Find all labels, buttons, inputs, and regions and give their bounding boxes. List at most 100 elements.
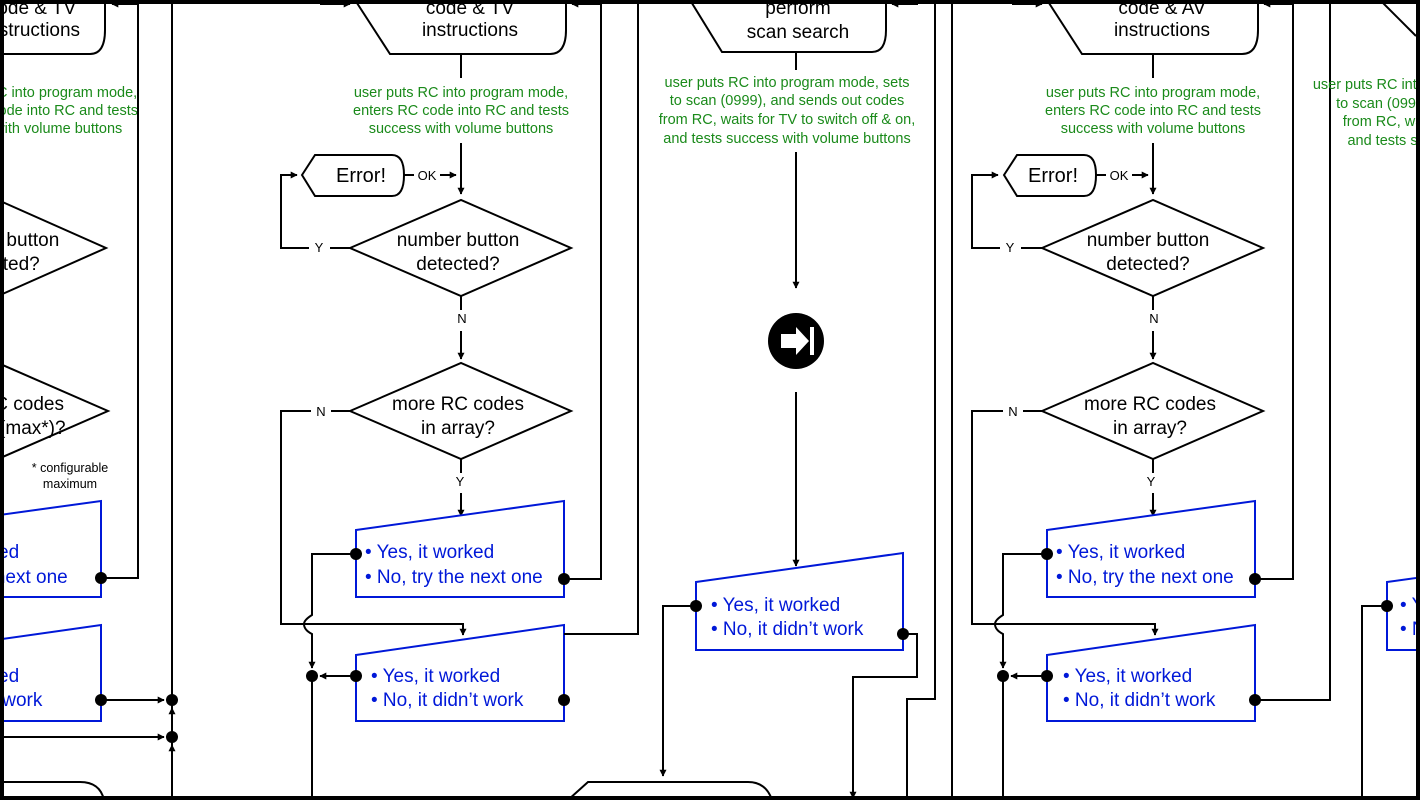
partial-left-decision1-line2: detected? — [0, 254, 40, 275]
partial-left-decision1 — [4, 201, 109, 295]
av-io1-no-loop — [1255, 0, 1294, 580]
av-decision2 — [1039, 361, 1266, 461]
av-io1-item1: • Yes, it worked — [1056, 542, 1185, 563]
av-decision1-no: N — [1149, 311, 1158, 326]
av-decision2-line2: in array? — [1113, 418, 1187, 439]
tv-note-line1: user puts RC into program mode, — [354, 85, 568, 101]
partial-right-io-item1: • Yes, it worked — [1400, 595, 1420, 616]
partial-left-note-line1: user puts RC into program mode, — [0, 85, 137, 101]
partial-right-note-line2: to scan (0999), and sends — [1336, 96, 1420, 112]
partial-right-io-yes-down — [1361, 605, 1387, 800]
scan-outer-line — [906, 0, 936, 800]
partial-left-io1-item1: • Yes, it worked — [0, 542, 19, 563]
tv-decision2 — [347, 361, 574, 461]
partial-left-column: code & TV instructions user puts RC into… — [0, 0, 138, 800]
tv-decision1 — [347, 198, 574, 298]
right-terminal-edge — [1379, 0, 1417, 37]
av-decision1-line2: detected? — [1106, 254, 1189, 275]
av-d2-n-to-io2 — [971, 410, 1159, 636]
av-note-line1: user puts RC into program mode, — [1046, 85, 1260, 101]
av-io1 — [1046, 499, 1256, 598]
tv-note-line3: success with volume buttons — [369, 121, 554, 137]
partial-left-footnote-line2: maximum — [43, 477, 97, 491]
partial-left-io1 — [4, 499, 102, 598]
tv-terminal — [354, 0, 567, 55]
av-decision1-yes: Y — [1006, 240, 1015, 255]
partial-left-note-line3: success with volume buttons — [0, 121, 122, 137]
partial-right-io — [1386, 577, 1416, 651]
tv-io2-item1: • Yes, it worked — [371, 666, 500, 687]
tv-io1-item2: • No, try the next one — [365, 567, 543, 588]
tv-ok-label: OK — [418, 168, 437, 183]
tv-io1-yes-down — [302, 553, 356, 669]
tv-error-label: Error! — [336, 165, 386, 187]
av-io2-item2: • No, it didn’t work — [1063, 690, 1216, 711]
av-terminal-line1: code & AV — [1118, 0, 1206, 19]
partial-left-terminal-line1: code & TV — [0, 0, 77, 19]
scan-io — [695, 551, 904, 651]
scan-io-yes-down — [659, 605, 696, 777]
partial-left-io1-item2: • No, try the next one — [0, 567, 68, 588]
partial-right-column: user puts RC into program mode, to scan … — [1313, 77, 1420, 800]
tv-code-column: code & TV instructions user puts RC into… — [280, 0, 773, 800]
partial-left-io2-item1: • Yes, it worked — [0, 666, 19, 687]
av-terminal — [1046, 0, 1259, 55]
tv-decision2-line1: more RC codes — [392, 394, 524, 415]
partial-left-decision2-line1: more RC codes — [0, 394, 64, 415]
tv-note-line2: enters RC code into RC and tests — [353, 103, 569, 119]
av-y-to-error — [971, 171, 1000, 249]
tv-d2-n-to-io2 — [280, 410, 467, 636]
partial-left-io2-item2: • No, it didn’t work — [0, 690, 43, 711]
partial-left-terminal-line2: instructions — [0, 20, 80, 41]
scan-note-line1: user puts RC into program mode, sets — [665, 75, 910, 91]
partial-left-bottom-terminal — [4, 781, 105, 800]
tv-decision2-yes: Y — [456, 474, 465, 489]
av-note-line3: success with volume buttons — [1061, 121, 1246, 137]
av-decision2-yes: Y — [1147, 474, 1156, 489]
tv-io1 — [355, 499, 565, 598]
scan-io-item1: • Yes, it worked — [711, 595, 840, 616]
partial-left-decision2-line2: in array (max*)? — [0, 418, 66, 439]
merge-dot-1 — [166, 694, 178, 706]
tv-io2 — [355, 623, 565, 722]
tv-decision1-no: N — [457, 311, 466, 326]
partial-right-note-line1: user puts RC into program mode, — [1313, 77, 1420, 93]
scan-note-line2: to scan (0999), and sends out codes — [670, 93, 905, 109]
av-error-label: Error! — [1028, 165, 1078, 187]
tv-y-to-error — [280, 171, 309, 249]
tv-terminal-line1: code & TV — [426, 0, 515, 19]
tv-io2-item2: • No, it didn’t work — [371, 690, 524, 711]
partial-right-io-item2: • No, it didn’t work — [1400, 619, 1420, 640]
av-ok-label: OK — [1110, 168, 1129, 183]
scan-terminal-line1: perform — [765, 0, 830, 19]
scan-column: perform scan search user puts RC into pr… — [659, 0, 936, 800]
av-io1-item2: • No, try the next one — [1056, 567, 1234, 588]
partial-left-decision2 — [4, 364, 111, 458]
tv-decision1-line2: detected? — [416, 254, 499, 275]
partial-left-io1-dot — [95, 572, 107, 584]
scan-terminal-line2: scan search — [747, 22, 849, 43]
tv-io1-no-loop — [564, 0, 602, 580]
av-note-line2: enters RC code into RC and tests — [1045, 103, 1261, 119]
av-io2 — [1046, 623, 1256, 722]
tv-io2-no-dot — [558, 694, 570, 706]
partial-left-decision1-line1: number button — [0, 230, 59, 251]
tv-decision1-yes: Y — [315, 240, 324, 255]
av-io2-item1: • Yes, it worked — [1063, 666, 1192, 687]
skip-to-end-icon — [768, 313, 824, 369]
partial-left-footnote-line1: * configurable — [32, 461, 108, 475]
tv-terminal-line2: instructions — [422, 20, 518, 41]
partial-left-terminal — [4, 0, 106, 55]
partial-left-loop-line — [101, 4, 139, 579]
av-terminal-line2: instructions — [1114, 20, 1210, 41]
partial-left-io2-dot — [95, 694, 107, 706]
scan-io-no-down — [849, 633, 918, 799]
av-code-column: code & AV instructions user puts RC into… — [971, 0, 1417, 800]
partial-left-io2 — [4, 623, 102, 722]
tv-decision2-line2: in array? — [421, 418, 495, 439]
av-io1-yes-down — [993, 553, 1047, 669]
av-decision1 — [1039, 198, 1266, 298]
